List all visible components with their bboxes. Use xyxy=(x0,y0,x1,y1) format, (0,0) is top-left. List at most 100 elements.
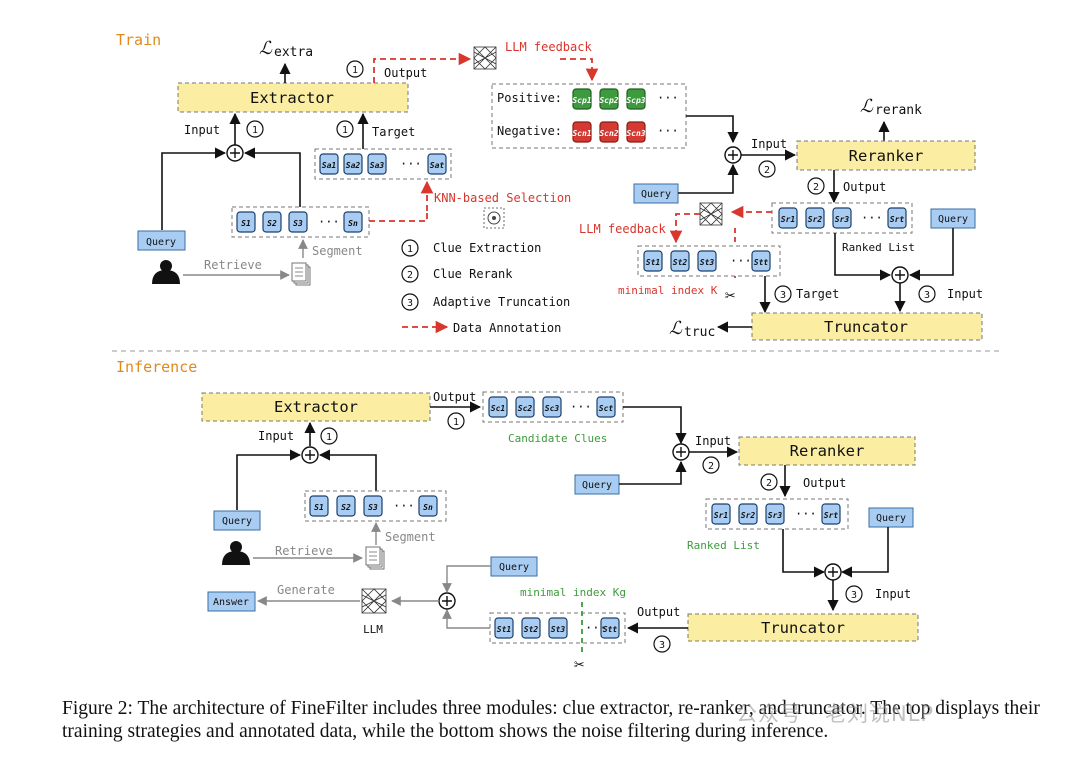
combine-node-extractor-inference xyxy=(301,446,319,464)
answer-box xyxy=(207,591,256,612)
diagram-canvas: Train Extractor ℒ extra 1 Output LLM fee… xyxy=(112,31,1000,675)
positive-label: Positive: xyxy=(497,91,562,105)
ranked-list-label: Ranked List xyxy=(842,241,915,254)
token-chip xyxy=(711,503,731,525)
token-label: Sc1 xyxy=(491,404,505,413)
svg-text:Input: Input xyxy=(875,587,911,601)
generate-label: Generate xyxy=(277,583,335,597)
query-box xyxy=(868,507,914,528)
watermark: 公众号 · 老刘说NLP xyxy=(736,702,935,726)
svg-text:Input: Input xyxy=(947,287,983,301)
token-label: Sa2 xyxy=(346,161,361,170)
token-label: Sct xyxy=(599,404,614,413)
loss-extra: ℒ extra xyxy=(259,38,313,60)
svg-text:Output: Output xyxy=(433,390,476,404)
minimal-index-k-label: minimal index K xyxy=(618,284,718,297)
token-chip xyxy=(288,211,308,233)
svg-text:3: 3 xyxy=(780,290,786,301)
svg-text:···: ··· xyxy=(730,254,752,268)
segment-label: Segment xyxy=(312,244,363,258)
token-label: S2 xyxy=(267,219,277,228)
user-icon xyxy=(152,260,180,284)
svg-text:ℒ: ℒ xyxy=(669,318,683,339)
token-label: S1 xyxy=(314,503,324,512)
svg-text:2: 2 xyxy=(708,461,714,472)
token-chip xyxy=(600,617,620,639)
negative-label: Negative: xyxy=(497,124,562,138)
token-label: Scp3 xyxy=(626,96,645,105)
candidate-clue-tokens: Sc1 Sc2 Sc3 Sct xyxy=(488,396,616,418)
token-chip xyxy=(418,495,438,517)
token-chip xyxy=(236,211,256,233)
svg-text:···: ··· xyxy=(400,157,422,171)
token-label: St1 xyxy=(497,625,511,634)
extractor-target-label: Target xyxy=(372,125,415,139)
svg-text:Input: Input xyxy=(751,137,787,151)
reranker-box-inference xyxy=(738,436,916,466)
svg-text:3: 3 xyxy=(851,590,857,601)
svg-text:Output: Output xyxy=(803,476,846,490)
svg-text:Output: Output xyxy=(843,180,886,194)
svg-text:Reranker: Reranker xyxy=(790,442,865,460)
token-label: Scn1 xyxy=(572,129,591,138)
token-chip xyxy=(542,396,562,418)
combine-node-truncator-inference xyxy=(824,563,842,581)
svg-text:Query: Query xyxy=(499,562,529,573)
token-label: S2 xyxy=(341,503,351,512)
token-label: S3 xyxy=(368,503,378,512)
svg-text:extra: extra xyxy=(274,45,313,60)
svg-text:Segment: Segment xyxy=(385,530,436,544)
svg-text:1: 1 xyxy=(252,125,258,136)
svg-text:···: ··· xyxy=(585,621,607,635)
token-label: Sr2 xyxy=(741,511,756,520)
token-label: Stt xyxy=(603,625,618,634)
knn-icon xyxy=(483,207,505,229)
token-chip xyxy=(599,121,619,143)
token-label: Sc3 xyxy=(545,404,560,413)
token-label: Scp1 xyxy=(572,96,591,105)
svg-text:2: 2 xyxy=(764,165,770,176)
token-label: St3 xyxy=(551,625,566,634)
token-chip xyxy=(626,88,646,110)
llm-network-icon xyxy=(473,46,497,70)
token-chip xyxy=(778,207,798,229)
llm-label: LLM xyxy=(363,623,383,636)
token-label: Srt xyxy=(824,511,839,520)
combine-node-truncator xyxy=(891,266,909,284)
truncator-box-inference xyxy=(687,613,919,642)
legend-clue-extraction: Clue Extraction xyxy=(433,241,541,255)
llm-feedback-label-rerank: LLM feedback xyxy=(579,222,666,236)
token-label: Sr1 xyxy=(781,215,795,224)
svg-text:···: ··· xyxy=(795,507,817,521)
reranker-box xyxy=(796,140,976,171)
token-chip xyxy=(262,211,282,233)
svg-text:Query: Query xyxy=(582,480,612,491)
combine-node-reranker xyxy=(724,146,742,164)
svg-text:rerank: rerank xyxy=(875,103,922,118)
token-label: Sc2 xyxy=(518,404,533,413)
token-label: Sr3 xyxy=(835,215,850,224)
token-chip xyxy=(548,617,568,639)
svg-text:Query: Query xyxy=(146,237,176,248)
token-chip xyxy=(765,503,785,525)
svg-text:ℒ: ℒ xyxy=(860,96,874,117)
retrieve-label: Retrieve xyxy=(204,258,262,272)
token-label: St2 xyxy=(524,625,539,634)
svg-text:Extractor: Extractor xyxy=(274,398,358,416)
section-train-title: Train xyxy=(116,31,161,49)
llm-network-icon xyxy=(361,588,387,614)
token-chip xyxy=(494,617,514,639)
token-chip xyxy=(751,250,771,272)
token-chip xyxy=(738,503,758,525)
document-stack-icon xyxy=(291,262,311,286)
scissors-icon: ✂ xyxy=(574,655,584,675)
svg-text:Input: Input xyxy=(258,429,294,443)
token-chip xyxy=(805,207,825,229)
svg-text:Target: Target xyxy=(796,287,839,301)
extractor-label: Extractor xyxy=(250,89,334,107)
token-chip xyxy=(626,121,646,143)
